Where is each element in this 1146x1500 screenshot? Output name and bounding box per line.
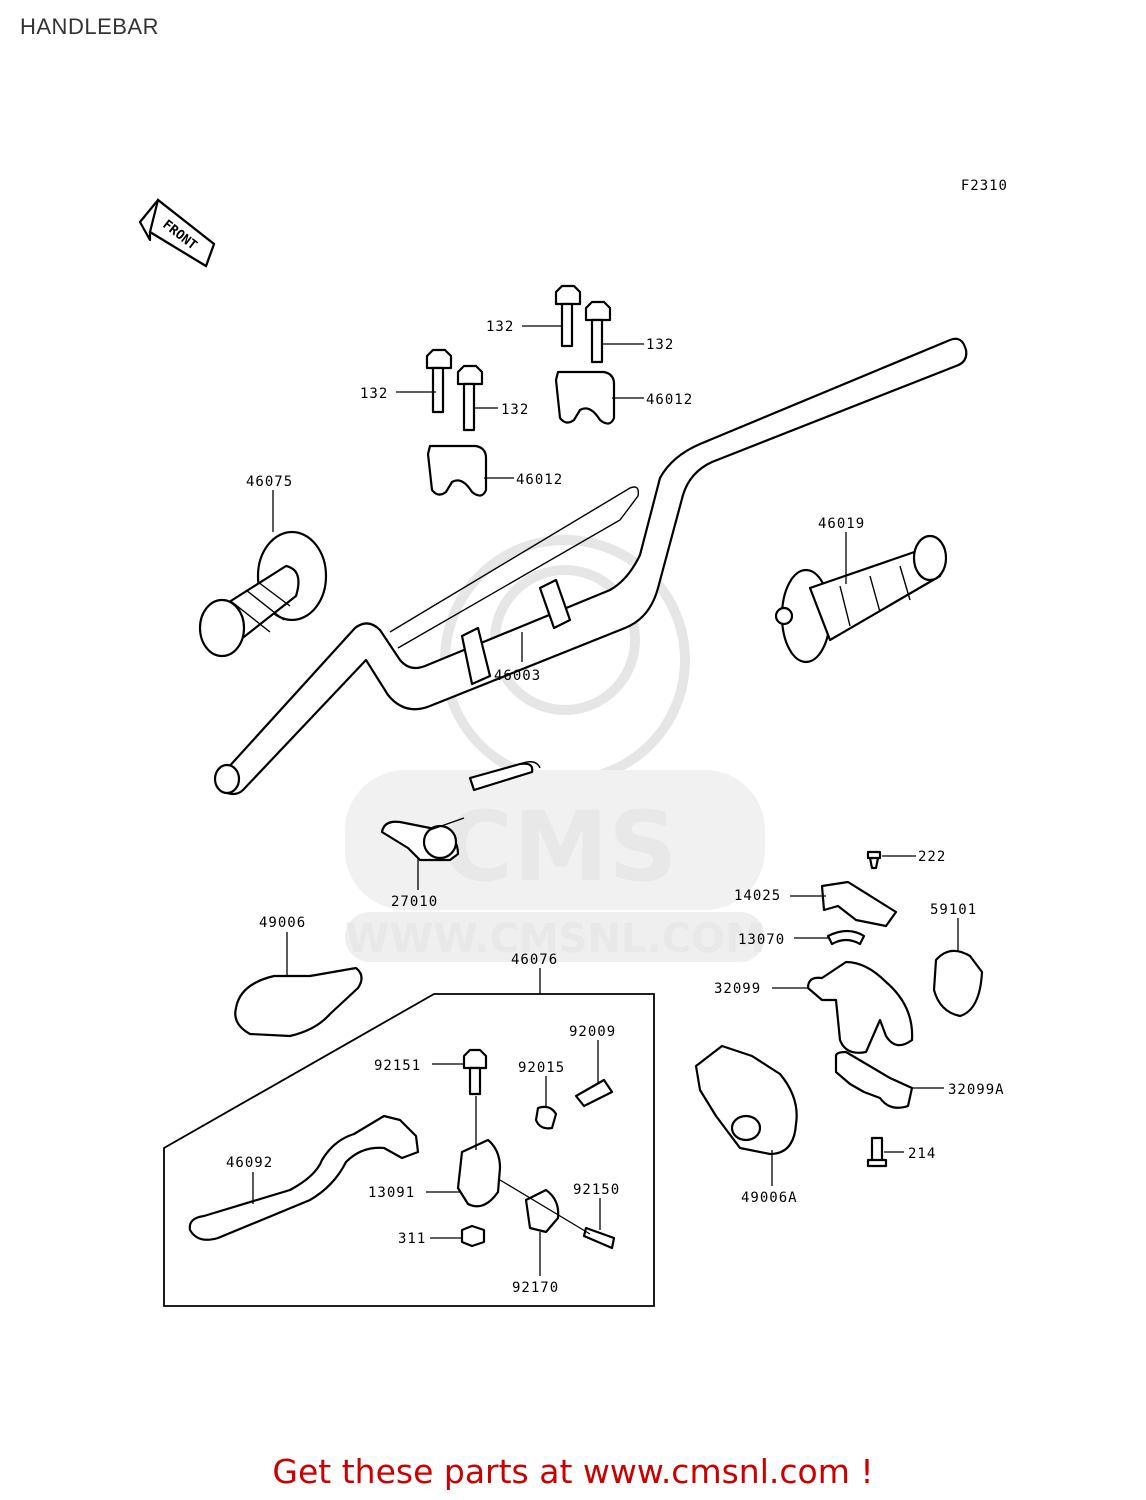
bracket-13091 (456, 1138, 502, 1208)
callout-label: 214 (908, 1146, 936, 1162)
callout-label: 92170 (512, 1280, 559, 1296)
callout-label: 222 (918, 849, 946, 865)
diagram-code: F2310 (961, 178, 1008, 194)
nut-311 (460, 1224, 486, 1248)
housing-32099a (834, 1050, 914, 1109)
grip-46019 (774, 534, 948, 664)
callout-label: 59101 (930, 902, 977, 918)
ring-13070 (826, 929, 866, 946)
grip-46075 (198, 530, 328, 658)
handlebar (213, 337, 968, 796)
callout-label: 92015 (518, 1060, 565, 1076)
callout-label: 46003 (494, 668, 541, 684)
page-title: HANDLEBAR (20, 14, 159, 39)
callout-label: 32099A (948, 1082, 1005, 1098)
callout-label: 49006A (741, 1190, 798, 1206)
callout-label: 46019 (818, 516, 865, 532)
watermark-url: WWW.CMSNL.COM (345, 916, 765, 962)
callout-label: 92151 (374, 1058, 421, 1074)
bolt-92151 (462, 1048, 488, 1096)
callout-label: 132 (360, 386, 388, 402)
callout-label: 46076 (511, 952, 558, 968)
bolt-132-d (456, 364, 484, 432)
collar-92170 (524, 1188, 560, 1234)
callout-label: 13070 (738, 932, 785, 948)
callout-label: 46092 (226, 1155, 273, 1171)
callout-label: 14025 (734, 888, 781, 904)
callout-label: 311 (398, 1231, 426, 1247)
callout-label: 132 (501, 402, 529, 418)
lever-46092 (188, 1114, 420, 1241)
watermark: CMS WWW.CMSNL.COM (345, 535, 765, 962)
cover-49006 (234, 966, 363, 1038)
screw-214 (866, 1136, 888, 1168)
parts-diagram: CMS WWW.CMSNL.COM F2310 FRONT (138, 178, 1008, 1307)
callout-label: 46075 (246, 474, 293, 490)
callout-label: 132 (646, 337, 674, 353)
callout-label: 92009 (569, 1024, 616, 1040)
clamp-46012-lower (426, 444, 488, 497)
adjuster-92009 (574, 1078, 614, 1108)
callout-label: 46012 (646, 392, 693, 408)
front-arrow-icon: FRONT (138, 198, 216, 268)
lever-assembly-box (163, 993, 655, 1307)
callout-label: 49006 (259, 915, 306, 931)
footer-link[interactable]: Get these parts at www.cmsnl.com ! (272, 1452, 874, 1491)
callout-label: 32099 (714, 981, 761, 997)
bolt-132-b (584, 300, 612, 364)
screw-222 (866, 850, 882, 870)
callout-label: 13091 (368, 1185, 415, 1201)
callout-label: 46012 (516, 472, 563, 488)
bolt-92150 (582, 1226, 616, 1250)
watermark-logo: CMS (442, 791, 677, 903)
callout-labels: 132 132 132 132 46012 46012 46075 46019 … (226, 319, 1005, 1296)
nut-92015 (534, 1105, 558, 1130)
leader-lines (252, 325, 959, 1276)
housing-59101 (932, 949, 984, 1018)
switch-27010 (380, 761, 541, 862)
bolt-132-c (425, 348, 453, 414)
callout-label: 92150 (573, 1182, 620, 1198)
clamp-46012-upper (554, 370, 616, 425)
callout-label: 132 (486, 319, 514, 335)
housing-32099 (806, 960, 914, 1054)
cover-49006a (694, 1044, 798, 1156)
bolt-132-a (554, 284, 582, 348)
callout-label: 27010 (391, 894, 438, 910)
cover-14025 (820, 880, 898, 928)
